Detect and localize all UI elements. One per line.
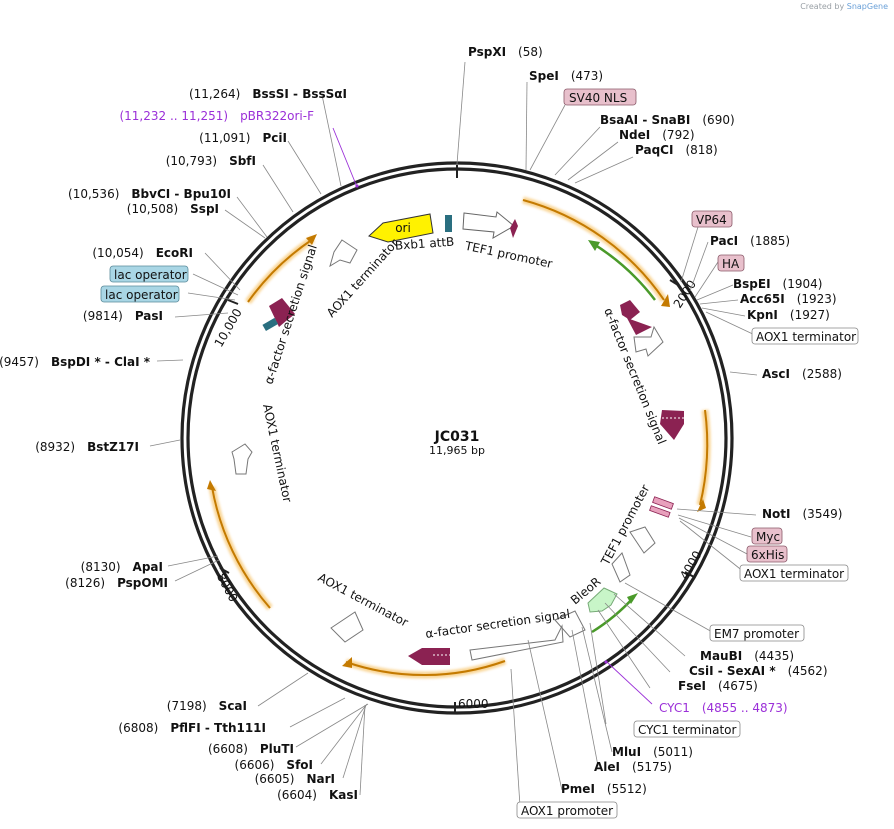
site-pasi: (9814)PasI: [83, 309, 163, 323]
box-myc: Myc: [756, 530, 780, 544]
cyc1-primer-leader: [607, 662, 653, 705]
site-pmei: PmeI(5512): [561, 782, 647, 796]
tef1-promoter-red-marker: [510, 219, 518, 238]
plasmid-length: 11,965 bp: [429, 444, 485, 457]
box-aox1-terminator-1: AOX1 terminator: [756, 330, 856, 344]
tef1-promoter-label-top: TEF1 promoter: [463, 239, 554, 271]
site-bsssi: (11,264)BssSI - BssSαI: [189, 87, 347, 101]
tick-label-6000: 6000: [458, 697, 489, 711]
pbr322-primer-leader: [332, 127, 358, 188]
pbr322-primer-dot: [355, 184, 359, 188]
snapgene-logo-text: SnapGene: [846, 2, 888, 11]
site-sbfi: (10,793)SbfI: [166, 154, 256, 168]
green-arrowheads: [588, 240, 638, 604]
site-scai: (7198)ScaI: [167, 699, 247, 713]
cyc1-primer-dot: [604, 660, 608, 664]
site-sfoi: (6606)SfoI: [235, 758, 313, 772]
site-fsei: FseI(4675): [678, 679, 758, 693]
feature-label-aox1-top-left: AOX1 terminator: [324, 236, 401, 320]
bxb1-attb-marker: [445, 215, 452, 232]
box-vp64: VP64: [696, 213, 727, 227]
feature-label-alpha-factor-left: α-factor secretion signal: [262, 243, 320, 386]
site-pspomi: (8126)PspOMI: [65, 576, 168, 590]
site-asci: AscI(2588): [762, 367, 842, 381]
site-pcii: (11,091)PciI: [199, 131, 287, 145]
site-paqci: PaqCI(818): [635, 143, 718, 157]
feature-label-alpha-factor-bottom: α-factor secretion signal: [424, 607, 570, 641]
box-em7-promoter: EM7 promoter: [714, 627, 799, 641]
site-paci: PacI(1885): [710, 234, 790, 248]
site-noti: NotI(3549): [762, 507, 842, 521]
site-bstz17i: (8932)BstZ17I: [35, 440, 139, 454]
box-aox1-promoter: AOX1 promoter: [521, 804, 613, 818]
site-cyc1-primer: CYC1(4855 .. 4873): [659, 701, 788, 715]
site-csii-sexai: CsiI - SexAI *(4562): [689, 664, 828, 678]
site-kasi: (6604)KasI: [277, 788, 358, 802]
site-alei: AleI(5175): [594, 760, 672, 774]
site-bbvci-bpu10i: (10,536)BbvCI - Bpu10I: [68, 187, 231, 201]
box-sv40-nls: SV40 NLS: [569, 91, 627, 105]
site-sspi: (10,508)SspI: [127, 202, 219, 216]
site-ecori: (10,054)EcoRI: [92, 246, 193, 260]
site-pspxi: PspXI(58): [468, 45, 543, 59]
site-bsaai-snabi: BsaAI - SnaBI(690): [600, 113, 735, 127]
tick-label-8000: 8000: [214, 571, 241, 605]
box-lac-operator-1: lac operator: [114, 268, 187, 282]
notI-pink-marker-2: [649, 505, 671, 518]
box-cyc1-terminator: CYC1 terminator: [638, 723, 737, 737]
leader-lines: [149, 61, 758, 807]
orange-feature-arcs: [207, 196, 711, 679]
feature-label-aox1-left: AOX1 terminator: [260, 403, 295, 504]
site-pbr322ori-f: (11,232 .. 11,251)pBR322ori-F: [119, 109, 314, 123]
outline-arrows: [231, 239, 664, 661]
site-kpni: KpnI(1927): [747, 308, 830, 322]
site-apai: (8130)ApaI: [81, 560, 163, 574]
site-maubi: MauBI(4435): [700, 649, 794, 663]
bleor-arrow: [587, 587, 618, 613]
site-pluti: (6608)PluTI: [208, 742, 294, 756]
notI-pink-marker: [652, 496, 674, 510]
ori-feature: ori: [368, 213, 434, 243]
site-bspei: BspEI(1904): [733, 277, 822, 291]
site-pflfi-tth111i: (6808)PflFI - Tth111I: [118, 721, 266, 735]
small-teal-box: [262, 317, 279, 331]
feature-label-tef1-right: TEF1 promoter: [598, 482, 653, 568]
site-mlui: MluI(5011): [612, 745, 693, 759]
bxb1-attb-label: Bxb1 attB: [395, 235, 455, 253]
position-ticks: [219, 165, 695, 713]
feature-label-aox1-bottom: AOX1 terminator: [316, 570, 411, 629]
box-ha: HA: [722, 257, 740, 271]
box-lac-operator-2: lac operator: [105, 288, 178, 302]
ori-label: ori: [395, 221, 411, 235]
site-ndei: NdeI(792): [619, 128, 695, 142]
tick-label-10000: 10,000: [212, 306, 245, 349]
boxed-labels: SV40 NLS VP64 HA AOX1 terminator Myc 6xH…: [100, 88, 859, 819]
box-6xhis: 6xHis: [751, 548, 784, 562]
site-bspdi-clai: (9457)BspDI * - ClaI *: [0, 355, 151, 369]
site-spei: SpeI(473): [529, 69, 603, 83]
site-nari: (6605)NarI: [255, 772, 335, 786]
tef1-promoter-arrow-top: [462, 211, 515, 239]
site-acc65i: Acc65I(1923): [740, 292, 837, 306]
box-aox1-terminator-2: AOX1 terminator: [744, 567, 844, 581]
site-labels: PspXI(58) SpeI(473) BsaAI - SnaBI(690) N…: [0, 45, 842, 802]
snapgene-credit: Created by SnapGene: [800, 2, 888, 11]
plasmid-name: JC031: [434, 429, 480, 445]
